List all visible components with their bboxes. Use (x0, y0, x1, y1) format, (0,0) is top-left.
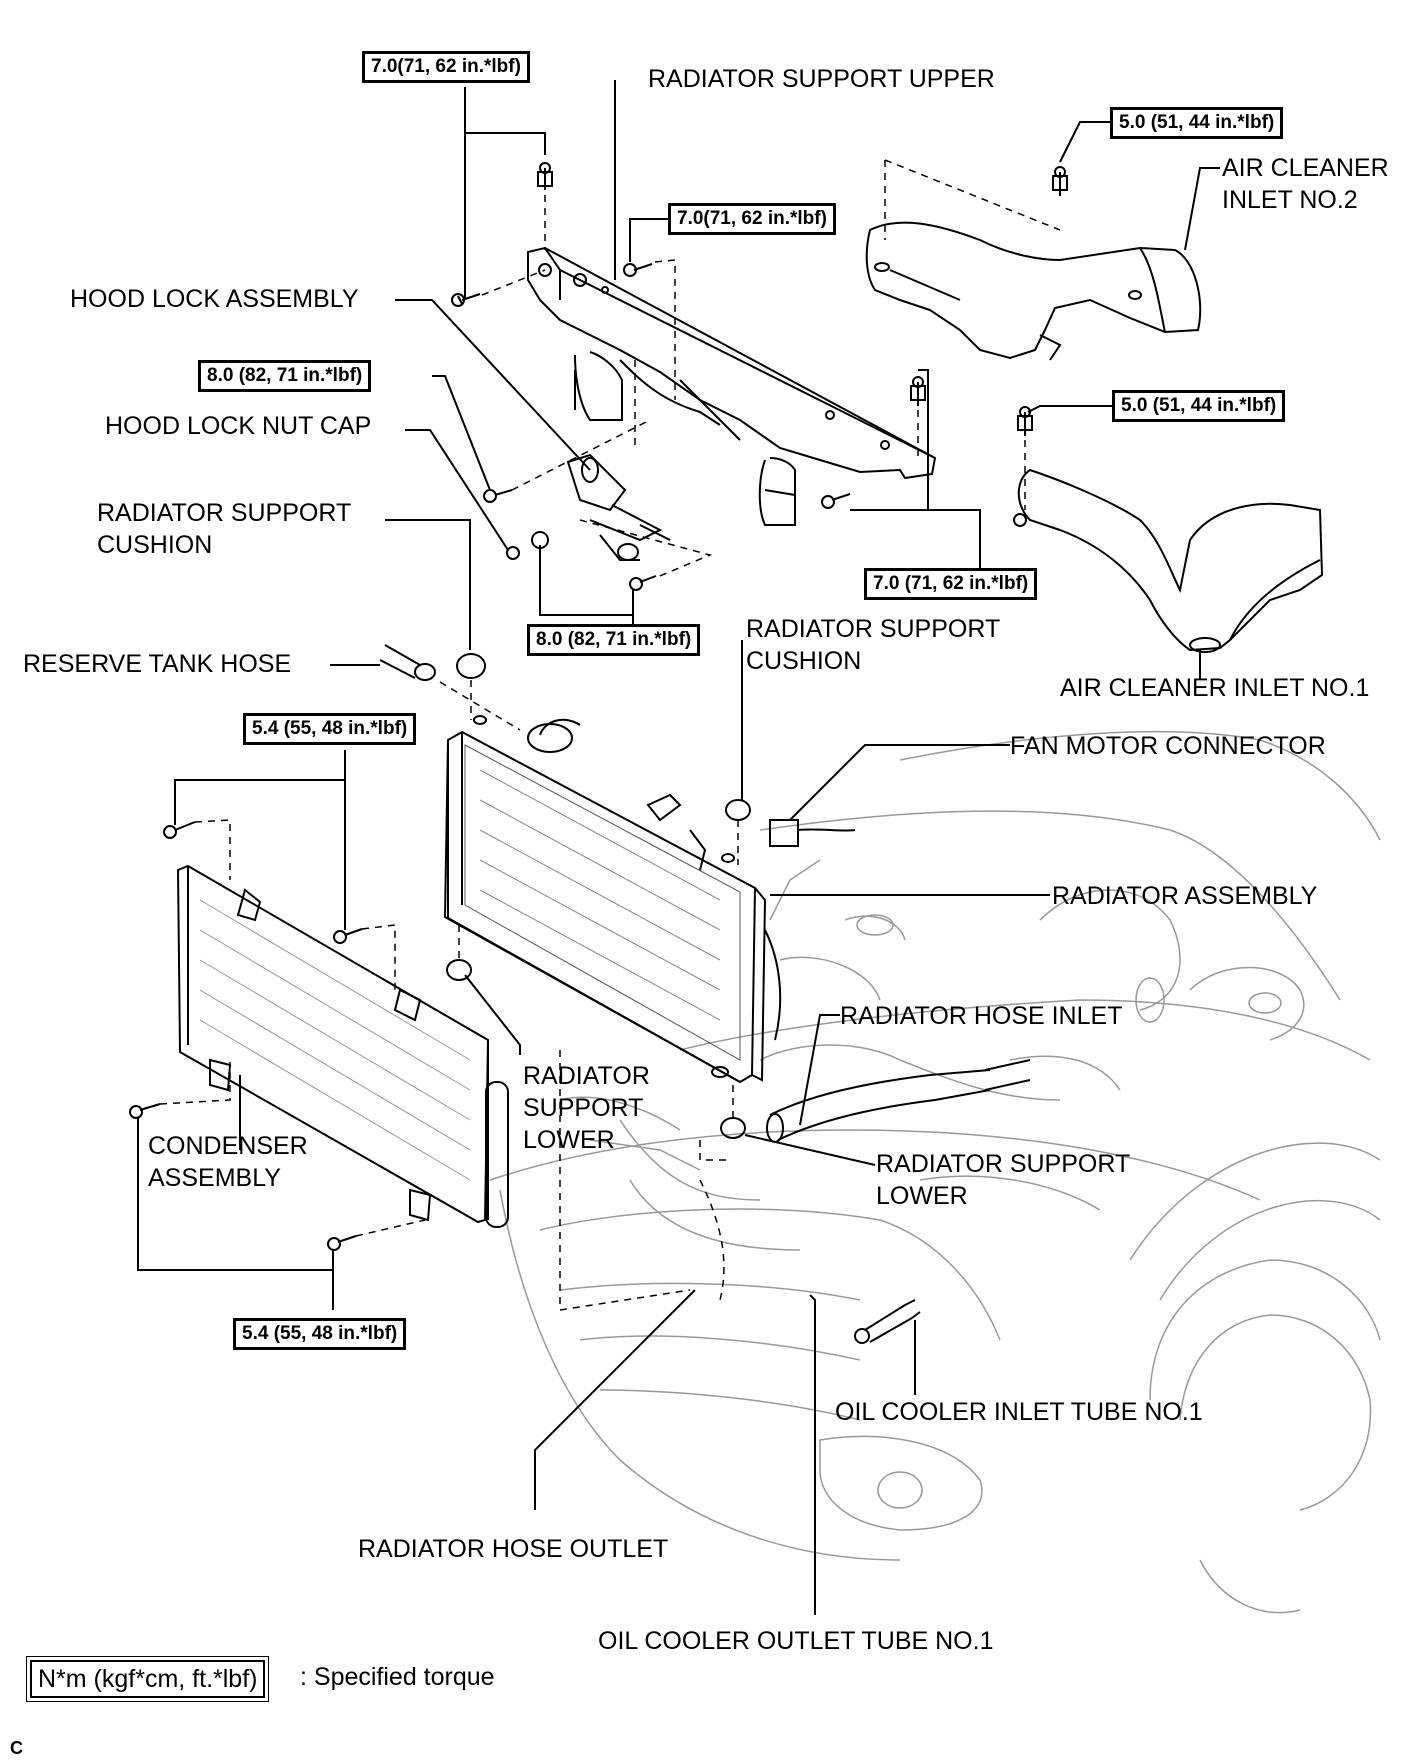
legend-unit-box: N*m (kgf*cm, ft.*lbf) (25, 1656, 270, 1702)
label-line: CONDENSER (148, 1132, 308, 1160)
label-reserve-tank-hose: RESERVE TANK HOSE (23, 650, 292, 678)
torque-box-hood-lock-upper: 8.0 (82, 71 in.*lbf) (198, 360, 372, 392)
radiator-support-upper-part (527, 246, 937, 526)
label-radiator-support-lower-right: RADIATOR SUPPORT LOWER (876, 1148, 1130, 1212)
torque-box-air-cleaner-inlet-no1: 5.0 (51, 44 in.*lbf) (1112, 390, 1286, 422)
torque-box-radiator-support-upper-right: 7.0 (71, 62 in.*lbf) (864, 568, 1038, 600)
torque-box-air-cleaner-inlet-no2: 5.0 (51, 44 in.*lbf) (1110, 107, 1284, 139)
radiator-assembly-part (443, 715, 782, 1084)
label-radiator-hose-outlet: RADIATOR HOSE OUTLET (358, 1535, 669, 1563)
reserve-tank-hose-part (379, 644, 436, 681)
torque-box-condenser-upper: 5.4 (55, 48 in.*lbf) (243, 713, 417, 745)
label-line: ASSEMBLY (148, 1164, 281, 1192)
condenser-core-pattern (199, 899, 471, 1181)
label-radiator-support-cushion-upper: RADIATOR SUPPORT CUSHION (97, 497, 351, 561)
air-cleaner-inlet-no1-part (1013, 468, 1324, 653)
label-line: RADIATOR (523, 1062, 650, 1090)
hood-lock-part (506, 453, 671, 561)
label-line: CUSHION (97, 531, 213, 559)
label-line: RADIATOR SUPPORT (746, 615, 1001, 643)
oil-cooler-inlet-tube-part (854, 1299, 921, 1344)
label-radiator-support-lower-left: RADIATOR SUPPORT LOWER (523, 1060, 650, 1156)
fan-motor-connector-part (769, 819, 856, 847)
label-line: RADIATOR SUPPORT (97, 499, 352, 527)
label-hood-lock-assembly: HOOD LOCK ASSEMBLY (70, 285, 359, 313)
radiator-hose-inlet-part (766, 1059, 1031, 1143)
figure-code: C (10, 1738, 23, 1758)
torque-box-radiator-support-upper-left: 7.0(71, 62 in.*lbf) (362, 51, 530, 83)
label-radiator-hose-inlet: RADIATOR HOSE INLET (840, 1002, 1123, 1030)
label-radiator-support-cushion-right: RADIATOR SUPPORT CUSHION (746, 613, 1000, 677)
radiator-core-pattern (479, 769, 721, 1021)
vehicle-body-outline (489, 730, 1381, 1614)
label-fan-motor-connector: FAN MOTOR CONNECTOR (1010, 732, 1326, 760)
legend-description: : Specified torque (300, 1663, 495, 1691)
label-oil-cooler-inlet-tube: OIL COOLER INLET TUBE NO.1 (835, 1398, 1203, 1426)
label-line: INLET NO.2 (1222, 186, 1358, 214)
air-cleaner-inlet-no2-part (865, 221, 1202, 361)
label-line: LOWER (876, 1182, 968, 1210)
label-line: LOWER (523, 1126, 615, 1154)
label-oil-cooler-outlet-tube: OIL COOLER OUTLET TUBE NO.1 (598, 1627, 994, 1655)
assembly-guide-lines (159, 159, 1061, 1311)
label-radiator-assembly: RADIATOR ASSEMBLY (1052, 882, 1318, 910)
label-condenser-assembly: CONDENSER ASSEMBLY (148, 1130, 308, 1194)
label-line: CUSHION (746, 647, 862, 675)
torque-box-condenser-lower: 5.4 (55, 48 in.*lbf) (233, 1318, 407, 1350)
leader-lines (137, 80, 1220, 1615)
label-radiator-support-upper: RADIATOR SUPPORT UPPER (648, 65, 995, 93)
label-air-cleaner-inlet-no2: AIR CLEANER INLET NO.2 (1222, 152, 1389, 216)
condenser-assembly-part (176, 864, 509, 1228)
torque-box-hood-lock-lower: 8.0 (82, 71 in.*lbf) (527, 624, 701, 656)
label-line: RADIATOR SUPPORT (876, 1150, 1131, 1178)
label-hood-lock-nut-cap: HOOD LOCK NUT CAP (105, 412, 372, 440)
bolts (129, 162, 1068, 1251)
label-air-cleaner-inlet-no1: AIR CLEANER INLET NO.1 (1060, 674, 1370, 702)
label-line: AIR CLEANER (1222, 154, 1389, 182)
label-line: SUPPORT (523, 1094, 644, 1122)
torque-box-radiator-support-upper-mid: 7.0(71, 62 in.*lbf) (668, 203, 836, 235)
